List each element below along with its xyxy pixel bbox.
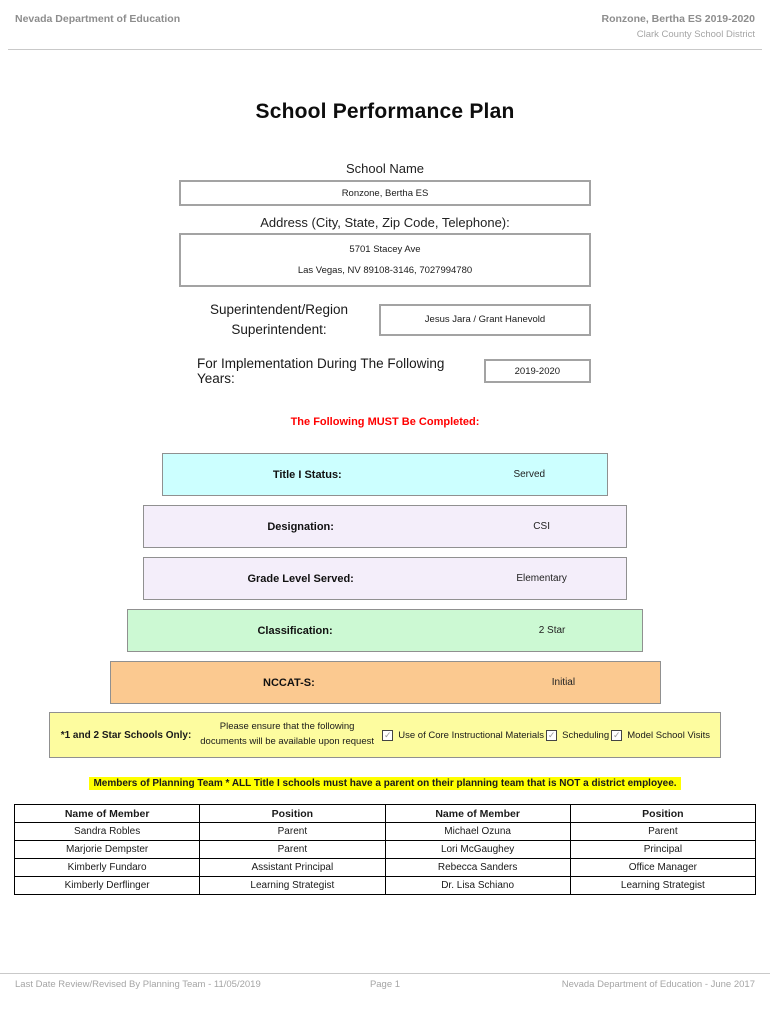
classification-label: Classification: xyxy=(257,624,333,637)
address-line2: Las Vegas, NV 89108-3146, 7027994780 xyxy=(297,264,473,276)
implementation-row: For Implementation During The Following … xyxy=(179,356,591,386)
star-schools-note: Please ensure that the following documen… xyxy=(200,721,374,748)
planning-team-table: Name of Member Position Name of Member P… xyxy=(13,804,757,896)
column-header: Position xyxy=(569,804,757,824)
star-schools-row: *1 and 2 Star Schools Only: Please ensur… xyxy=(49,712,721,759)
checkbox-label: Use of Core Instructional Materials xyxy=(398,729,544,741)
member-name-cell: Rebecca Sanders xyxy=(384,858,571,878)
title-i-status-value[interactable]: Served xyxy=(513,469,546,481)
school-name-label: School Name xyxy=(345,161,425,176)
footer-revision-date: Last Date Review/Revised By Planning Tea… xyxy=(15,979,261,990)
title-i-status-label: Title I Status: xyxy=(272,468,342,481)
address-field[interactable]: 5701 Stacey Ave Las Vegas, NV 89108-3146… xyxy=(179,233,591,287)
superintendent-row: Superintendent/Region Superintendent: Je… xyxy=(179,300,591,339)
member-name-cell: Kimberly Derflinger xyxy=(13,876,201,896)
checkbox-item-model-school-visits[interactable]: ✓ Model School Visits xyxy=(611,729,710,741)
address-line1: 5701 Stacey Ave xyxy=(349,244,421,256)
table-row: Marjorie Dempster Parent Lori McGaughey … xyxy=(13,840,757,860)
star-schools-label: *1 and 2 Star Schools Only: xyxy=(60,729,192,741)
status-row-classification: Classification: 2 Star xyxy=(127,609,643,653)
designation-label: Designation: xyxy=(267,520,334,533)
position-cell: Learning Strategist xyxy=(199,876,386,896)
grade-level-value[interactable]: Elementary xyxy=(516,573,567,585)
position-cell: Assistant Principal xyxy=(199,858,386,878)
status-row-title-i: Title I Status: Served xyxy=(162,453,608,497)
member-name-cell: Kimberly Fundaro xyxy=(13,858,201,878)
must-complete-notice: The Following MUST Be Completed: xyxy=(290,416,480,429)
checkbox-checked-icon[interactable]: ✓ xyxy=(382,729,394,741)
header-school-info: Ronzone, Bertha ES 2019-2020 Clark Count… xyxy=(602,13,755,40)
page-footer: Last Date Review/Revised By Planning Tea… xyxy=(0,973,770,990)
superintendent-field[interactable]: Jesus Jara / Grant Hanevold xyxy=(379,303,591,336)
implementation-label: For Implementation During The Following … xyxy=(197,356,445,387)
checkbox-item-core-materials[interactable]: ✓ Use of Core Instructional Materials xyxy=(382,729,544,741)
page-title: School Performance Plan xyxy=(255,100,515,123)
nccats-value[interactable]: Initial xyxy=(551,677,576,689)
superintendent-value: Jesus Jara / Grant Hanevold xyxy=(424,314,546,326)
position-cell: Parent xyxy=(569,822,757,842)
column-header: Name of Member xyxy=(384,804,571,824)
checkbox-label: Scheduling xyxy=(562,729,610,741)
school-name-field[interactable]: Ronzone, Bertha ES xyxy=(179,180,591,206)
header-district: Clark County School District xyxy=(636,29,755,40)
member-name-cell: Sandra Robles xyxy=(13,822,201,842)
nccats-label: NCCAT-S: xyxy=(263,676,315,689)
header-school-year: Ronzone, Bertha ES 2019-2020 xyxy=(601,13,755,25)
table-row: Kimberly Fundaro Assistant Principal Reb… xyxy=(13,858,757,878)
checkbox-checked-icon[interactable]: ✓ xyxy=(611,729,623,741)
grade-level-label: Grade Level Served: xyxy=(247,572,354,585)
checkbox-item-scheduling[interactable]: ✓ Scheduling xyxy=(546,729,610,741)
footer-source: Nevada Department of Education - June 20… xyxy=(561,979,755,990)
member-name-cell: Lori McGaughey xyxy=(384,840,571,860)
header-divider xyxy=(8,49,762,50)
member-name-cell: Dr. Lisa Schiano xyxy=(384,876,571,896)
page-header: Nevada Department of Education Ronzone, … xyxy=(0,0,770,40)
address-label: Address (City, State, Zip Code, Telephon… xyxy=(260,215,510,230)
table-row: Sandra Robles Parent Michael Ozuna Paren… xyxy=(13,822,757,842)
position-cell: Parent xyxy=(199,840,386,860)
header-department: Nevada Department of Education xyxy=(15,13,181,25)
member-name-cell: Marjorie Dempster xyxy=(13,840,201,860)
position-cell: Learning Strategist xyxy=(569,876,757,896)
column-header: Position xyxy=(199,804,386,824)
status-row-nccats: NCCAT-S: Initial xyxy=(109,661,661,705)
status-row-designation: Designation: CSI xyxy=(143,505,627,549)
member-name-cell: Michael Ozuna xyxy=(384,822,571,842)
position-cell: Office Manager xyxy=(569,858,757,878)
table-row: Kimberly Derflinger Learning Strategist … xyxy=(13,876,757,896)
school-name-value: Ronzone, Bertha ES xyxy=(341,187,429,199)
planning-team-notice-text: Members of Planning Team * ALL Title I s… xyxy=(89,777,681,791)
table-header-row: Name of Member Position Name of Member P… xyxy=(13,804,757,824)
checkbox-checked-icon[interactable]: ✓ xyxy=(546,729,558,741)
position-cell: Principal xyxy=(569,840,757,860)
classification-value[interactable]: 2 Star xyxy=(538,625,566,637)
position-cell: Parent xyxy=(199,822,386,842)
implementation-years-value: 2019-2020 xyxy=(514,365,561,377)
designation-value[interactable]: CSI xyxy=(533,521,550,533)
superintendent-label: Superintendent/Region Superintendent: xyxy=(209,302,349,337)
column-header: Name of Member xyxy=(13,804,201,824)
status-row-grade-level: Grade Level Served: Elementary xyxy=(143,557,627,601)
checkbox-label: Model School Visits xyxy=(627,729,710,741)
planning-team-notice: Members of Planning Team * ALL Title I s… xyxy=(0,773,770,791)
footer-page-number: Page 1 xyxy=(369,979,401,990)
implementation-years-field[interactable]: 2019-2020 xyxy=(483,359,591,384)
